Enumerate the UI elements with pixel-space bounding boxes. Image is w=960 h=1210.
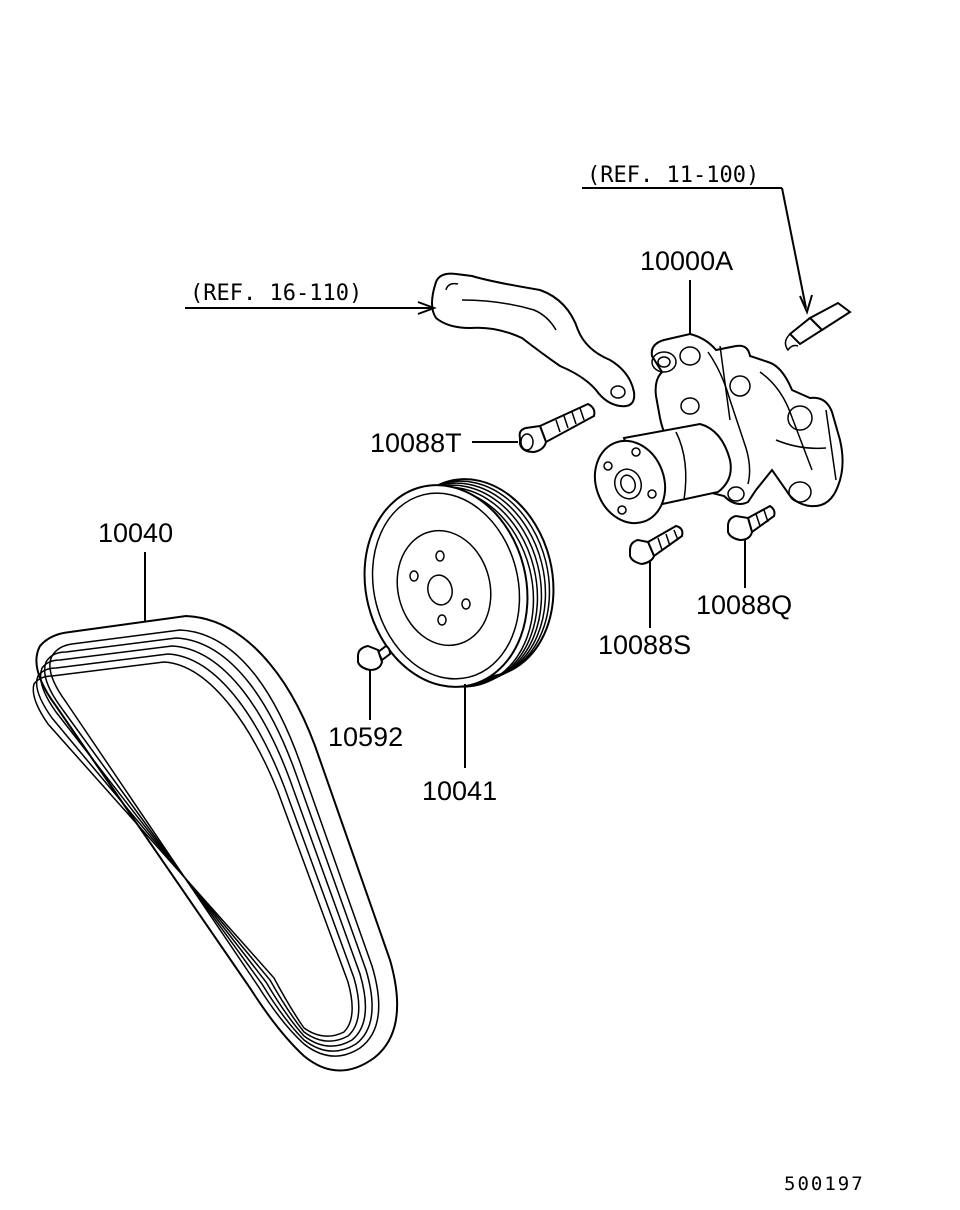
belt-callout: 10040	[98, 518, 173, 622]
bolt-10088q-label[interactable]: 10088Q	[696, 590, 792, 620]
ref-11-100-callout: (REF. 11-100)	[582, 163, 813, 315]
bolt-10592-label[interactable]: 10592	[328, 722, 403, 752]
drive-belt-icon	[32, 614, 399, 1072]
bracket-icon	[431, 272, 636, 408]
belt-label[interactable]: 10040	[98, 518, 173, 548]
pulley-icon	[363, 478, 555, 688]
diagram-code: 500197	[784, 1173, 865, 1195]
pulley-callout: 10041	[422, 684, 497, 806]
bolt-10088t-callout: 10088T	[370, 428, 518, 458]
water-pump-callout: 10000A	[640, 246, 733, 338]
water-pump-icon	[593, 332, 844, 525]
ref-16-110-label[interactable]: (REF. 16-110)	[190, 281, 362, 306]
bolt-10592-icon	[357, 644, 392, 672]
bolt-10088q-icon	[727, 504, 776, 542]
bolt-10088t-icon	[518, 402, 596, 454]
bolt-10592-callout: 10592	[328, 670, 403, 752]
water-pump-label[interactable]: 10000A	[640, 246, 733, 276]
sealant-tube-icon	[784, 301, 852, 352]
bolt-10088q-callout: 10088Q	[696, 540, 792, 620]
ref-16-110-callout: (REF. 16-110)	[185, 281, 437, 315]
bolt-10088s-icon	[629, 524, 684, 566]
pulley-label[interactable]: 10041	[422, 776, 497, 806]
bolt-10088t-label[interactable]: 10088T	[370, 428, 462, 458]
ref-11-100-label[interactable]: (REF. 11-100)	[587, 163, 759, 188]
bolt-10088s-callout: 10088S	[598, 562, 691, 660]
bolt-10088s-label[interactable]: 10088S	[598, 630, 691, 660]
